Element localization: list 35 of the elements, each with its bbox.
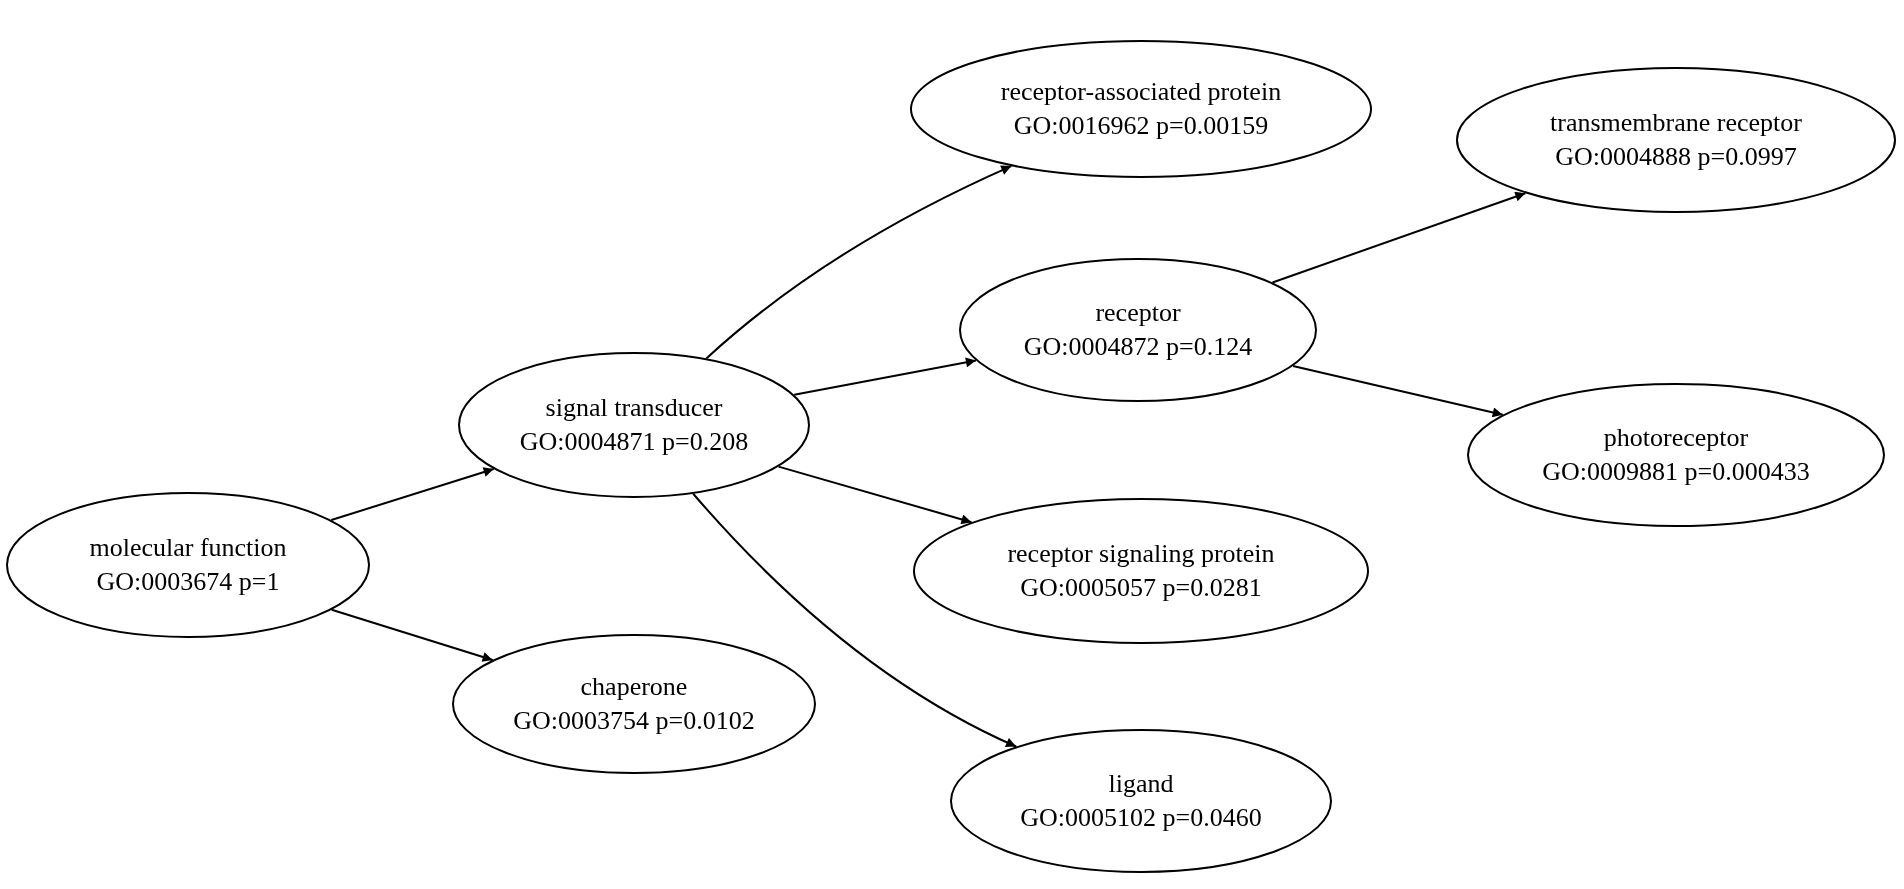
- arrow: [330, 608, 494, 662]
- ellipse-node: [452, 634, 816, 774]
- arrow: [1271, 191, 1527, 284]
- term-name: receptor signaling protein: [1007, 538, 1275, 570]
- ellipse-node: [1456, 67, 1896, 213]
- term-id: GO:0005057 p=0.0281: [1020, 572, 1262, 604]
- term-name: signal transducer: [545, 392, 723, 424]
- arrow: [692, 492, 1018, 748]
- term-id: GO:0004888 p=0.0997: [1555, 141, 1797, 173]
- arrow: [330, 467, 495, 521]
- term-name: photoreceptor: [1603, 422, 1749, 454]
- ellipse-node: [910, 40, 1372, 178]
- ellipse-node: [6, 492, 370, 638]
- term-name: molecular function: [89, 532, 287, 564]
- arrow: [1292, 365, 1504, 418]
- term-name: receptor-associated protein: [1000, 76, 1282, 108]
- ellipse-node: [1467, 383, 1885, 527]
- term-id: GO:0004871 p=0.208: [519, 426, 749, 458]
- ellipse-node: [950, 729, 1332, 873]
- term-id: GO:0003674 p=1: [96, 566, 280, 598]
- arrow: [705, 165, 1013, 360]
- term-id: GO:0003754 p=0.0102: [513, 705, 755, 737]
- ellipse-node: [458, 352, 810, 498]
- term-id: GO:0004872 p=0.124: [1023, 331, 1253, 363]
- ellipse-node: [913, 498, 1369, 644]
- term-name: receptor: [1095, 297, 1181, 329]
- arrow: [793, 357, 977, 396]
- ellipse-node: [959, 258, 1317, 402]
- term-name: chaperone: [580, 671, 688, 703]
- term-name: ligand: [1108, 768, 1174, 800]
- arrow: [777, 465, 973, 525]
- term-id: GO:0009881 p=0.000433: [1542, 456, 1810, 488]
- term-id: GO:0005102 p=0.0460: [1020, 802, 1262, 834]
- term-id: GO:0016962 p=0.00159: [1013, 110, 1269, 142]
- term-name: transmembrane receptor: [1550, 107, 1802, 139]
